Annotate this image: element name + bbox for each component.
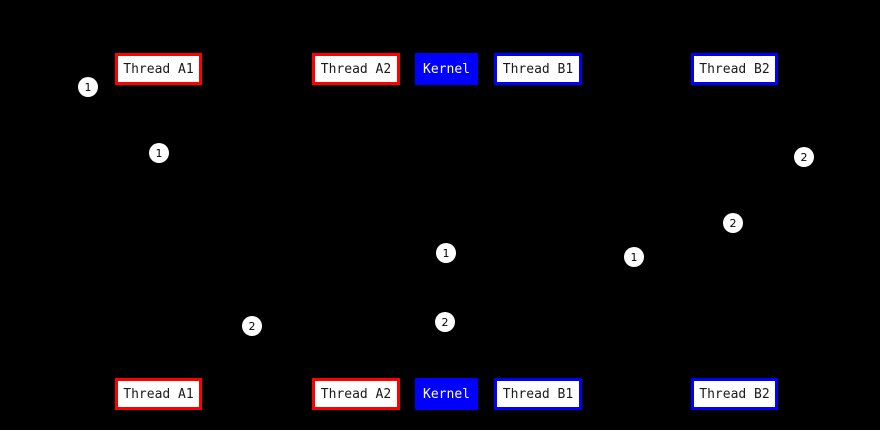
lifeline-thread-a1 (158, 85, 159, 378)
participant-top-thread-b2[interactable]: Thread B2 (691, 53, 778, 85)
message-arrow (445, 253, 538, 258)
participant-label: Kernel (423, 386, 470, 402)
step-badge-1: 1 (624, 247, 644, 267)
participant-top-thread-a2[interactable]: Thread A2 (312, 53, 400, 85)
participant-top-thread-a1[interactable]: Thread A1 (115, 53, 202, 85)
participant-label: Thread B1 (502, 61, 574, 77)
message-arrow (537, 156, 734, 257)
lifeline-thread-a2 (356, 85, 357, 378)
lifeline-thread-b1 (538, 85, 539, 378)
participant-label: Thread A2 (320, 386, 392, 402)
participant-bottom-thread-a1[interactable]: Thread A1 (115, 378, 202, 410)
step-badge-2: 2 (242, 316, 262, 336)
participant-bottom-thread-b2[interactable]: Thread B2 (691, 378, 778, 410)
step-badge-2: 2 (723, 213, 743, 233)
message-arrow (157, 153, 356, 254)
participant-label: Thread A1 (123, 386, 194, 402)
participant-label: Thread A1 (123, 61, 194, 77)
step-badge-1: 1 (78, 77, 98, 97)
participant-label: Thread A2 (320, 61, 392, 77)
lifeline-kernel (446, 85, 447, 378)
participant-label: Thread B1 (502, 386, 574, 402)
participant-bottom-thread-a2[interactable]: Thread A2 (312, 378, 400, 410)
step-badge-1: 1 (436, 243, 456, 263)
participant-bottom-kernel[interactable]: Kernel (415, 378, 478, 410)
participant-top-thread-b1[interactable]: Thread B1 (494, 53, 582, 85)
participant-label: Kernel (423, 61, 470, 77)
step-badge-1: 1 (149, 143, 169, 163)
participant-top-kernel[interactable]: Kernel (415, 53, 478, 85)
step-badge-2: 2 (435, 312, 455, 332)
step-badge-2: 2 (794, 147, 814, 167)
participant-label: Thread B2 (699, 61, 770, 77)
participant-label: Thread B2 (699, 386, 770, 402)
participant-bottom-thread-b1[interactable]: Thread B1 (494, 378, 582, 410)
